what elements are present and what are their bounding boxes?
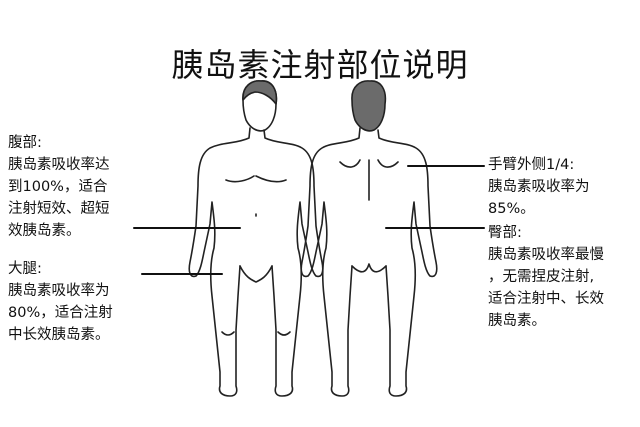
thigh-line-3: 中长效胰岛素。 — [8, 327, 110, 343]
front-right-knee — [277, 331, 291, 336]
buttock-heading: 臀部: — [488, 225, 522, 241]
abdomen-line-4: 效胰岛素。 — [8, 223, 81, 239]
abdomen-line-1: 胰岛素吸收率达 — [8, 157, 110, 173]
back-scapula-right — [377, 159, 399, 168]
arm-line-1: 胰岛素吸收率为 — [488, 179, 590, 195]
back-torso-right — [377, 129, 438, 397]
arm-heading: 手臂外侧1/4: — [488, 157, 575, 173]
front-chest — [225, 175, 287, 183]
buttock-line-4: 胰岛素。 — [488, 313, 546, 329]
back-torso-left — [300, 127, 361, 397]
abdomen-line-3: 注射短效、超短 — [8, 201, 110, 217]
front-torso-right — [263, 129, 324, 397]
thigh-heading: 大腿: — [8, 261, 42, 277]
front-crotch — [239, 265, 273, 283]
back-scapula-left — [339, 159, 361, 168]
back-head — [351, 80, 387, 132]
page-title: 胰岛素注射部位说明 — [171, 46, 469, 84]
abdomen-note: 腹部: 胰岛素吸收率达 到100%，适合 注射短效、超短 效胰岛素。 — [8, 132, 110, 242]
front-left-knee — [221, 331, 235, 336]
back-buttocks — [351, 263, 387, 273]
buttock-note: 臀部: 胰岛素吸收率最慢 ，无需捏皮注射, 适合注射中、长效 胰岛素。 — [488, 222, 604, 332]
arm-line-2: 85%。 — [488, 201, 535, 217]
abdomen-line-2: 到100%，适合 — [8, 179, 108, 195]
buttock-line-1: 胰岛素吸收率最慢 — [488, 247, 604, 263]
thigh-note: 大腿: 胰岛素吸收率为 80%，适合注射 中长效胰岛素。 — [8, 258, 113, 346]
buttock-line-2: ，无需捏皮注射, — [488, 269, 595, 285]
back-figure — [300, 80, 438, 397]
buttock-line-3: 适合注射中、长效 — [488, 291, 604, 307]
front-hair — [242, 80, 278, 105]
arm-note: 手臂外侧1/4: 胰岛素吸收率为 85%。 — [488, 154, 590, 220]
abdomen-heading: 腹部: — [8, 135, 42, 151]
front-torso-left — [188, 127, 251, 397]
thigh-line-2: 80%，适合注射 — [8, 305, 113, 321]
front-figure — [188, 80, 324, 397]
thigh-line-1: 胰岛素吸收率为 — [8, 283, 110, 299]
